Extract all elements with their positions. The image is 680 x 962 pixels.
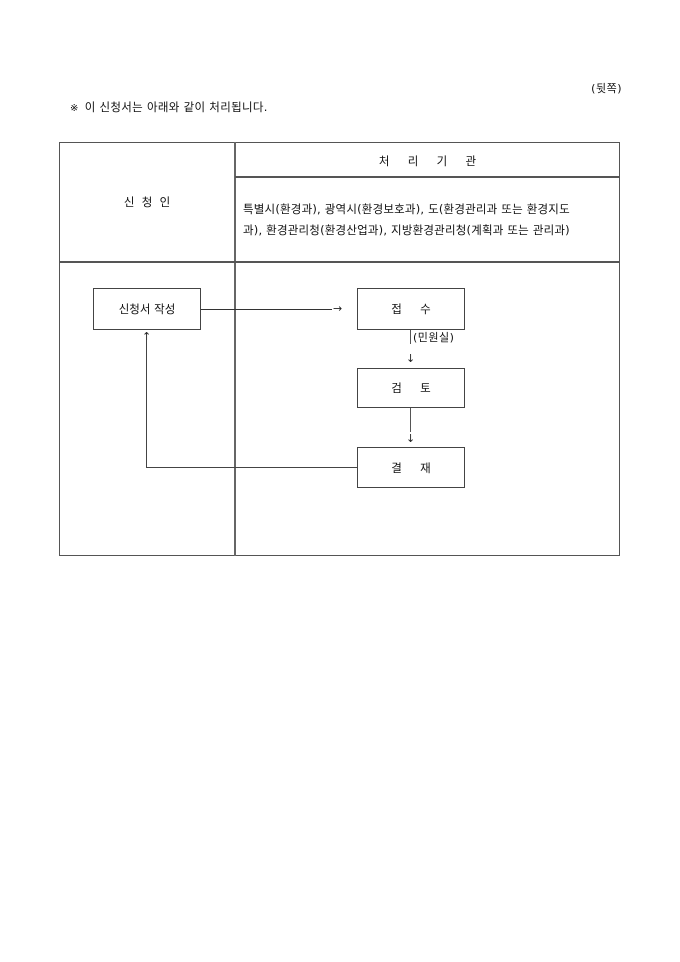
connector-review-to-approve bbox=[410, 408, 412, 432]
connector-receive-to-review bbox=[410, 330, 412, 344]
step-receive: 접 수 bbox=[357, 288, 465, 330]
row-divider bbox=[59, 261, 620, 263]
connector-approve-return bbox=[146, 467, 357, 468]
agency-list-line-2: 과), 환경관리청(환경산업과), 지방환경관리청(계획과 또는 관리과) bbox=[243, 223, 570, 237]
header-divider bbox=[235, 176, 620, 178]
processing-agency-header: 처 리 기 관 bbox=[378, 154, 477, 168]
page-side-label: (뒷쪽) bbox=[591, 82, 622, 95]
receive-location-note: (민원실) bbox=[413, 331, 455, 344]
connector-return-vertical bbox=[146, 340, 148, 468]
processing-notice: ※ 이 신청서는 아래와 같이 처리됩니다. bbox=[70, 99, 268, 115]
step-approve: 결 재 bbox=[357, 447, 465, 488]
arrow-down-icon: ↓ bbox=[406, 352, 416, 365]
step-review: 검 토 bbox=[357, 368, 465, 408]
arrow-right-icon: → bbox=[333, 302, 343, 315]
agency-list-line-1: 특별시(환경과), 광역시(환경보호과), 도(환경관리과 또는 환경지도 bbox=[243, 202, 570, 216]
processing-table bbox=[59, 142, 620, 556]
column-divider bbox=[234, 142, 236, 556]
reference-mark-icon: ※ bbox=[70, 103, 79, 114]
applicant-header: 신 청 인 bbox=[123, 195, 171, 209]
arrow-up-icon: ↑ bbox=[142, 330, 152, 343]
agency-list: 특별시(환경과), 광역시(환경보호과), 도(환경관리과 또는 환경지도 과)… bbox=[243, 199, 618, 241]
connector-write-to-receive bbox=[201, 309, 332, 310]
step-write-application: 신청서 작성 bbox=[93, 288, 201, 330]
notice-text: 이 신청서는 아래와 같이 처리됩니다. bbox=[84, 100, 268, 114]
arrow-down-icon: ↓ bbox=[406, 432, 416, 445]
